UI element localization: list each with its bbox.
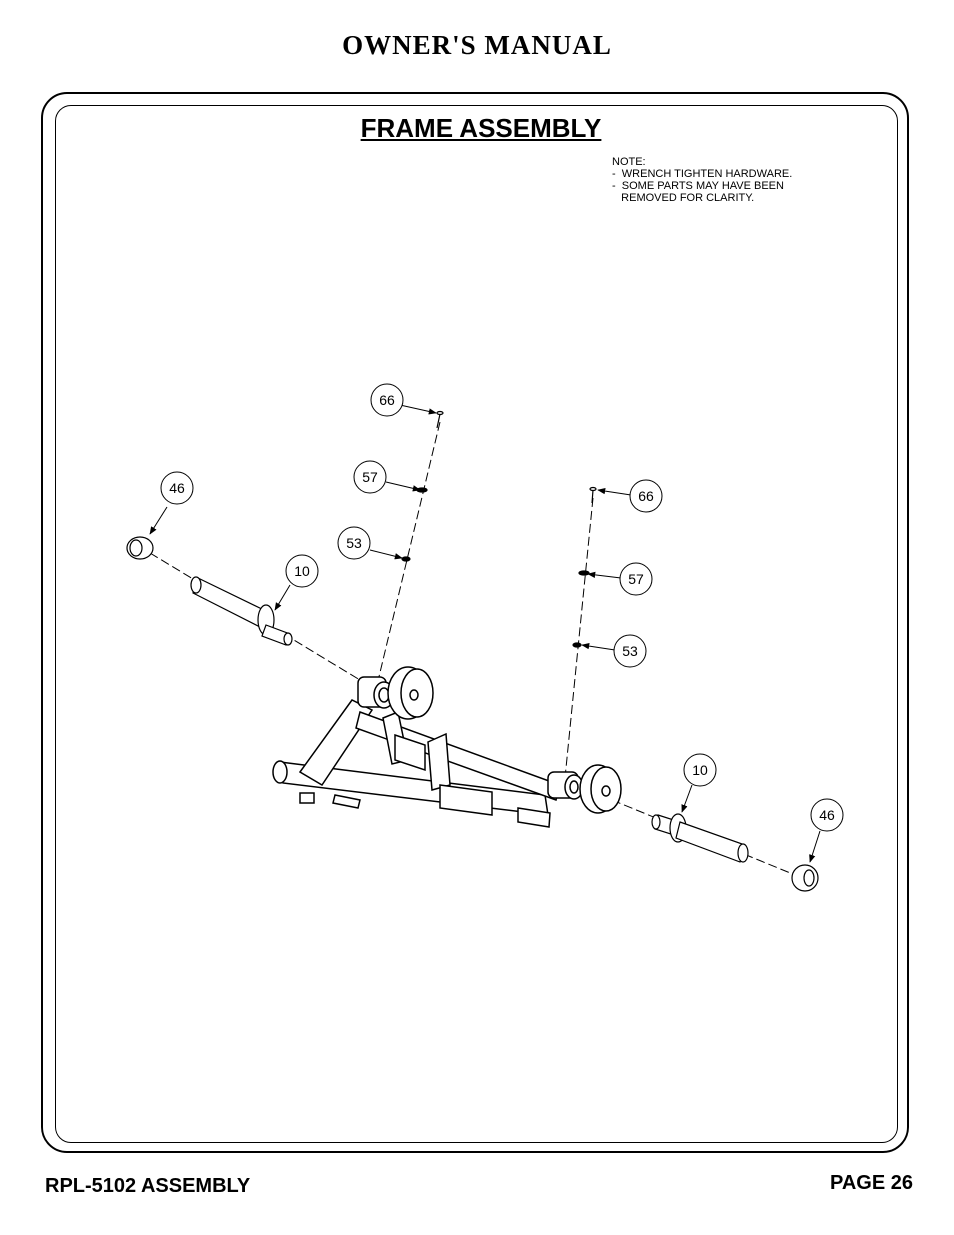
right-hardware [572,486,819,892]
footer-page-number: PAGE 26 [830,1172,913,1194]
note-line: REMOVED FOR CLARITY. [612,192,755,204]
callout-57-left: 57 [362,469,378,485]
left-hardware [126,410,444,646]
footer-model-label: RPL-5102 ASSEMBLY [45,1175,251,1197]
callout-46-right: 46 [819,807,835,823]
outer-frame-border [41,92,909,1153]
section-title: FRAME ASSEMBLY [360,113,602,143]
callout-66-left: 66 [379,392,395,408]
callout-10-right: 10 [692,762,708,778]
callout-53-left: 53 [346,535,362,551]
callout-66-right: 66 [638,488,654,504]
frame-weldment [272,666,622,828]
assembly-note: NOTE: - WRENCH TIGHTEN HARDWARE. - SOME … [612,156,792,204]
note-line: - SOME PARTS MAY HAVE BEEN [612,180,784,192]
callout-46-left: 46 [169,480,185,496]
note-heading: NOTE: [612,156,646,168]
callout-10-left: 10 [294,563,310,579]
inner-frame-border [55,105,898,1143]
callout-53-right: 53 [622,643,638,659]
callout-circles [160,383,844,832]
manual-title: OWNER'S MANUAL [342,30,612,60]
callout-57-right: 57 [628,571,644,587]
note-line: - WRENCH TIGHTEN HARDWARE. [612,168,793,180]
callout-leaders [149,404,821,863]
